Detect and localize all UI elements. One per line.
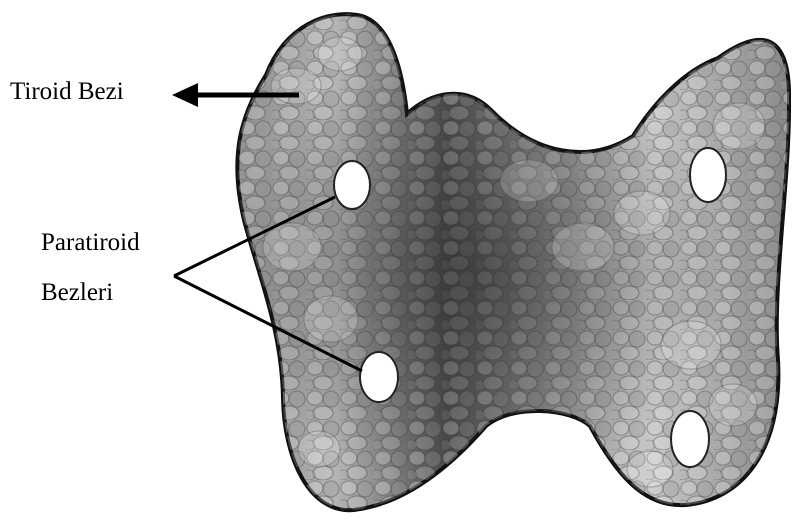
parathyroid-upper-left [334, 161, 370, 209]
parathyroid-lower-left [360, 352, 398, 402]
parathyroid-lower-right [671, 411, 709, 467]
thyroid-label: Tiroid Bezi [10, 77, 124, 107]
parathyroid-upper-right [690, 148, 726, 202]
parathyroid-label-line-1: Paratiroid [41, 228, 140, 258]
parathyroid-label-line-2: Bezleri [41, 278, 113, 308]
